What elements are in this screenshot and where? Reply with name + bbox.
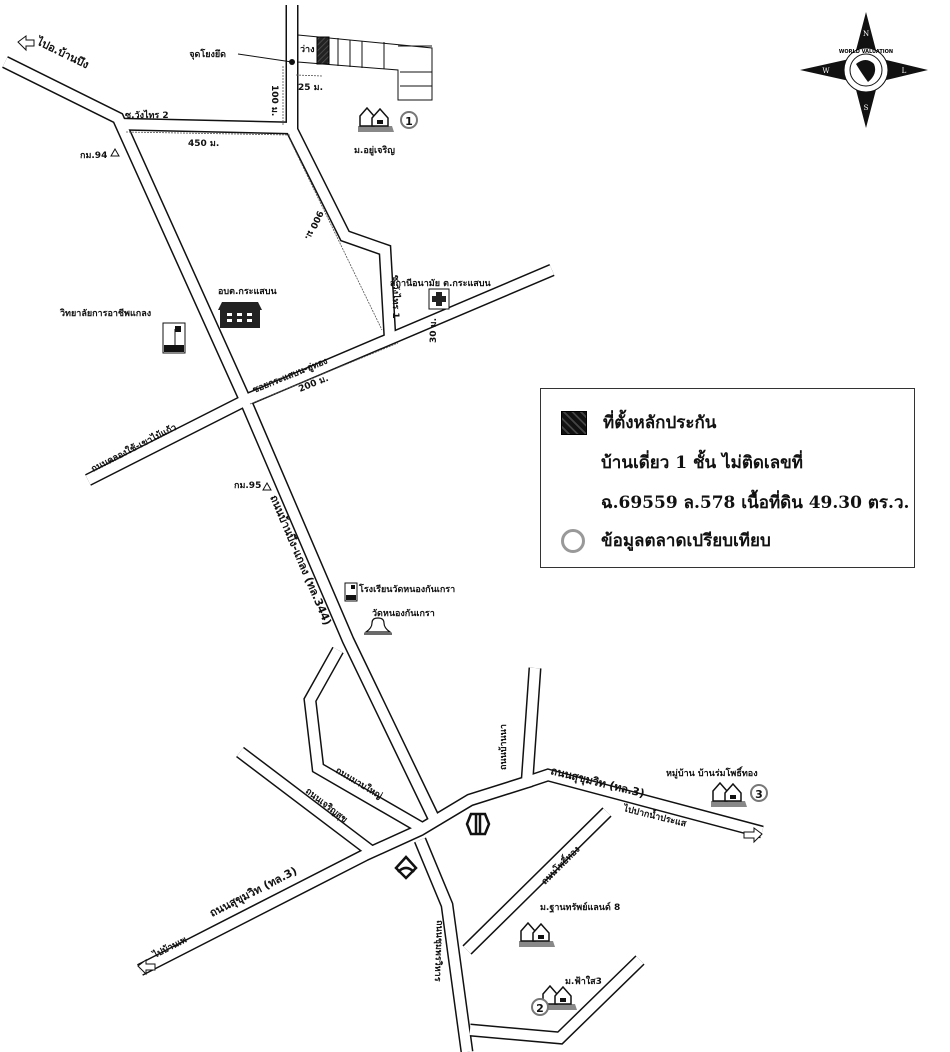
- temple-icon: [364, 617, 392, 635]
- school-icon: [344, 582, 358, 602]
- compass-rose: WORLD VALUATION N S W L: [800, 12, 928, 128]
- legend-market: ข้อมูลตลาดเปรียบเทียบ: [561, 527, 771, 554]
- village-thanasap-marker: [518, 922, 556, 948]
- village-2-marker: 2: [531, 985, 578, 1016]
- label-college: วิทยาลัยการอาชีพแกลง: [59, 308, 151, 319]
- collateral-plot: [316, 36, 330, 65]
- circle-icon: [561, 528, 585, 553]
- compass-brand: WORLD VALUATION: [839, 49, 893, 55]
- label-temple: วัดหนองกันเกรา: [372, 608, 435, 619]
- legend-house: บ้านเดี่ยว 1 ชั้น ไม่ติดเลขที่: [601, 453, 803, 473]
- village-1-number: 1: [405, 115, 413, 128]
- label-school: โรงเรียนวัดหนองกันเกรา: [358, 583, 455, 595]
- label-ban-na-road: ถนนบ้านนา: [498, 724, 509, 770]
- km94-marker-icon: [110, 147, 120, 157]
- legend-deed: ฉ.69559 ล.578 เนื้อที่ดิน 49.30 ตร.ว.: [601, 493, 910, 513]
- label-to-banbueng: ไปอ.บ้านบึง: [33, 33, 92, 71]
- km95-marker-icon: [262, 481, 272, 491]
- label-dist-450: 450 ม.: [188, 139, 219, 149]
- arrow-left-icon: [17, 35, 35, 52]
- bank-leaf-icon: [394, 855, 418, 880]
- college-icon: [162, 322, 186, 354]
- svg-text:N: N: [863, 30, 869, 38]
- distance-arrows: [125, 66, 399, 405]
- label-health-station: สถานีอนามัย ต.กระแสบน: [390, 278, 491, 289]
- label-vacant: ว่าง: [300, 44, 315, 55]
- label-dist-100: 100 ม.: [269, 85, 279, 116]
- arrow-right-icon: [743, 827, 763, 844]
- label-chumphon-road: ถนนชุมพรวิหาร: [432, 920, 445, 982]
- label-km95: กม.95: [234, 481, 261, 491]
- legend-collateral: ที่ตั้งหลักประกัน: [561, 409, 716, 436]
- label-km94: กม.94: [80, 151, 107, 161]
- svg-text:W: W: [822, 67, 830, 75]
- label-soi-wangsai-1: ซ.วังไทร 1: [390, 275, 402, 319]
- legend-box: ที่ตั้งหลักประกัน บ้านเดี่ยว 1 ชั้น ไม่ต…: [540, 388, 915, 568]
- svg-text:S: S: [864, 104, 869, 112]
- arrow-left-icon-2: [137, 959, 156, 976]
- hospital-cross-icon: [428, 288, 450, 310]
- label-village-2: ม.ฟ้าใส3: [565, 975, 602, 987]
- pin-point-marker: [289, 59, 295, 65]
- bank-icon: [465, 812, 491, 836]
- land-parcels: [297, 34, 433, 101]
- pin-point-leader: [237, 53, 293, 63]
- label-village-3: หมู่บ้าน บ้านร่มโพธิ์ทอง: [666, 766, 758, 779]
- label-sao: อบต.กระแสบน: [218, 287, 278, 297]
- label-pin-point: จุดโยงยึด: [189, 48, 226, 60]
- label-village-thanasap: ม.ฐานทรัพย์แลนด์ 8: [540, 901, 620, 913]
- svg-text:L: L: [902, 67, 907, 75]
- label-dist-900: 900 ม.: [302, 209, 324, 242]
- village-3-number: 3: [755, 788, 763, 801]
- village-3-marker: 3: [710, 782, 768, 808]
- village-1-marker: 1: [357, 107, 418, 133]
- village-2-number: 2: [536, 1002, 544, 1015]
- sao-building-icon: [218, 302, 262, 328]
- label-dist-30: 30 ม.: [429, 318, 439, 343]
- label-soi-wangsai-2: ซ.วังไทร 2: [125, 109, 169, 121]
- label-village-1: ม.อยู่เจริญ: [354, 145, 395, 156]
- hatched-square-icon: [561, 410, 587, 435]
- roads: [2, 5, 764, 1052]
- label-dist-25: 25 ม.: [298, 83, 323, 93]
